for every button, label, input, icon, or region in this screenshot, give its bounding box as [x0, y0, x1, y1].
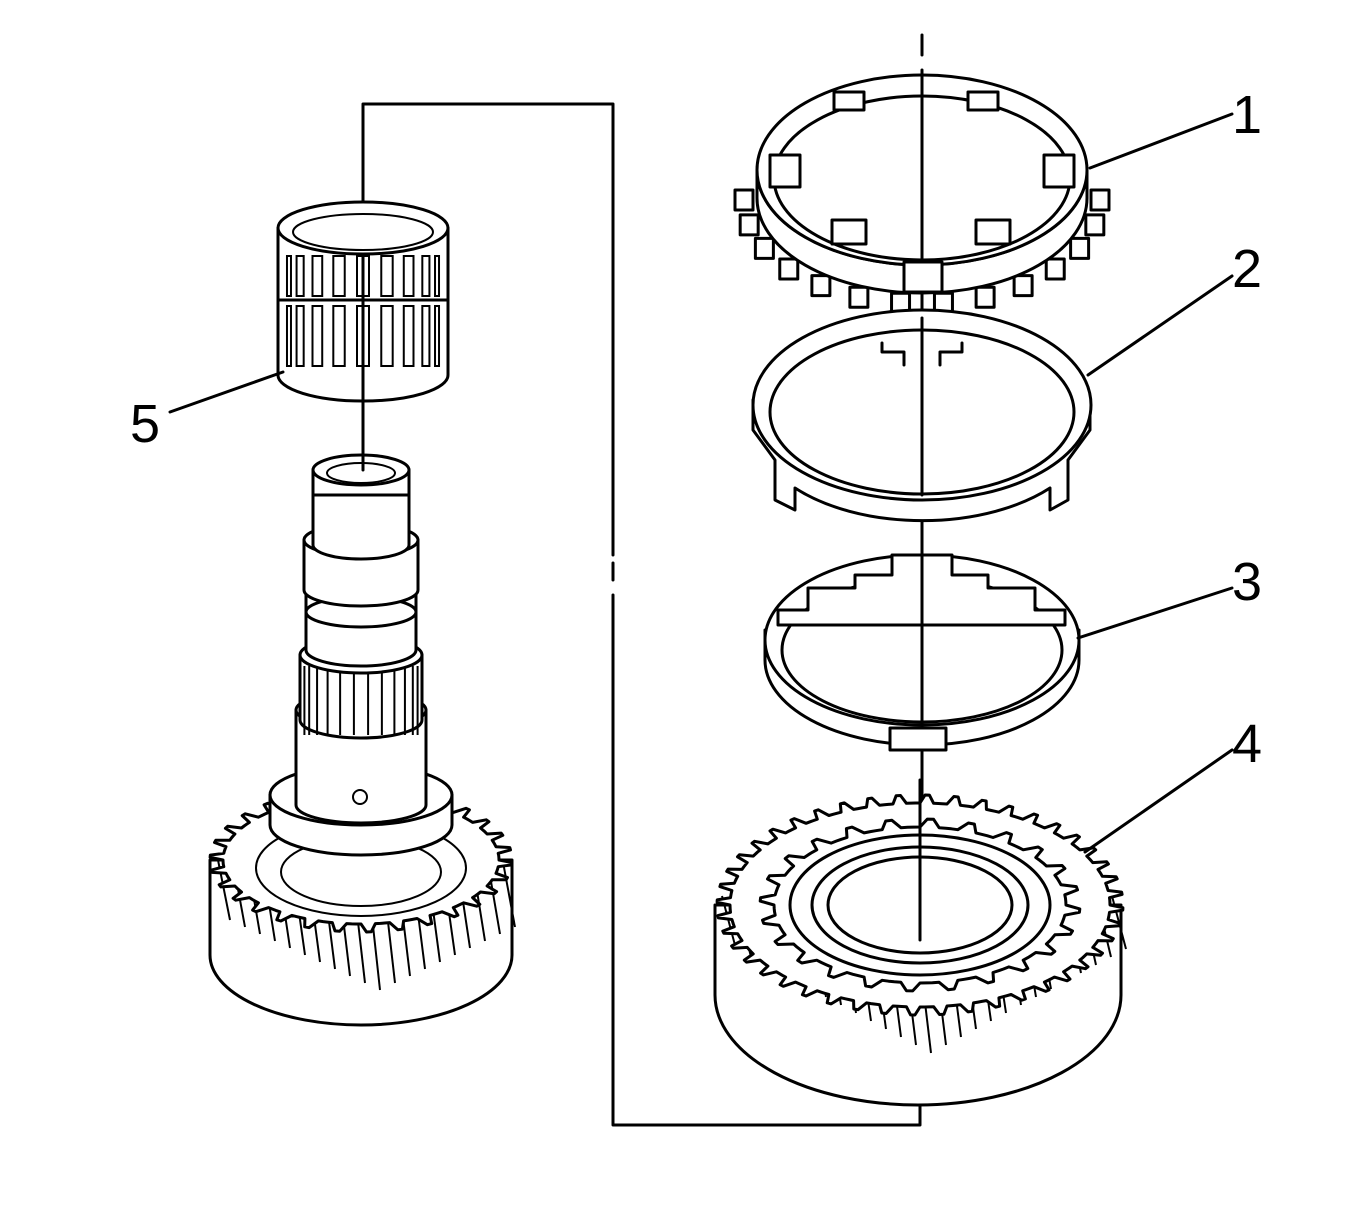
callout-label-1: 1: [1232, 85, 1262, 145]
callout-label-2: 2: [1232, 239, 1262, 299]
callout-label-3: 3: [1232, 552, 1262, 612]
helical-gear-part-4: [713, 778, 1127, 1107]
blocker-ring-part-1: [733, 73, 1111, 315]
callout-labels: 1 2 3 4 5: [130, 85, 1262, 774]
callout-label-4: 4: [1232, 714, 1262, 774]
inner-cone-part-3: [763, 538, 1081, 752]
leader-line-1: [1088, 112, 1234, 170]
callout-label-5: 5: [130, 394, 160, 454]
leader-line-4: [1083, 748, 1234, 854]
input-shaft-gear: [208, 298, 516, 1027]
leader-line-5: [168, 370, 285, 414]
leader-line-3: [1076, 586, 1234, 640]
leader-line-2: [1086, 274, 1234, 377]
leader-lines: [168, 112, 1234, 854]
outer-cone-part-2: [751, 308, 1093, 523]
